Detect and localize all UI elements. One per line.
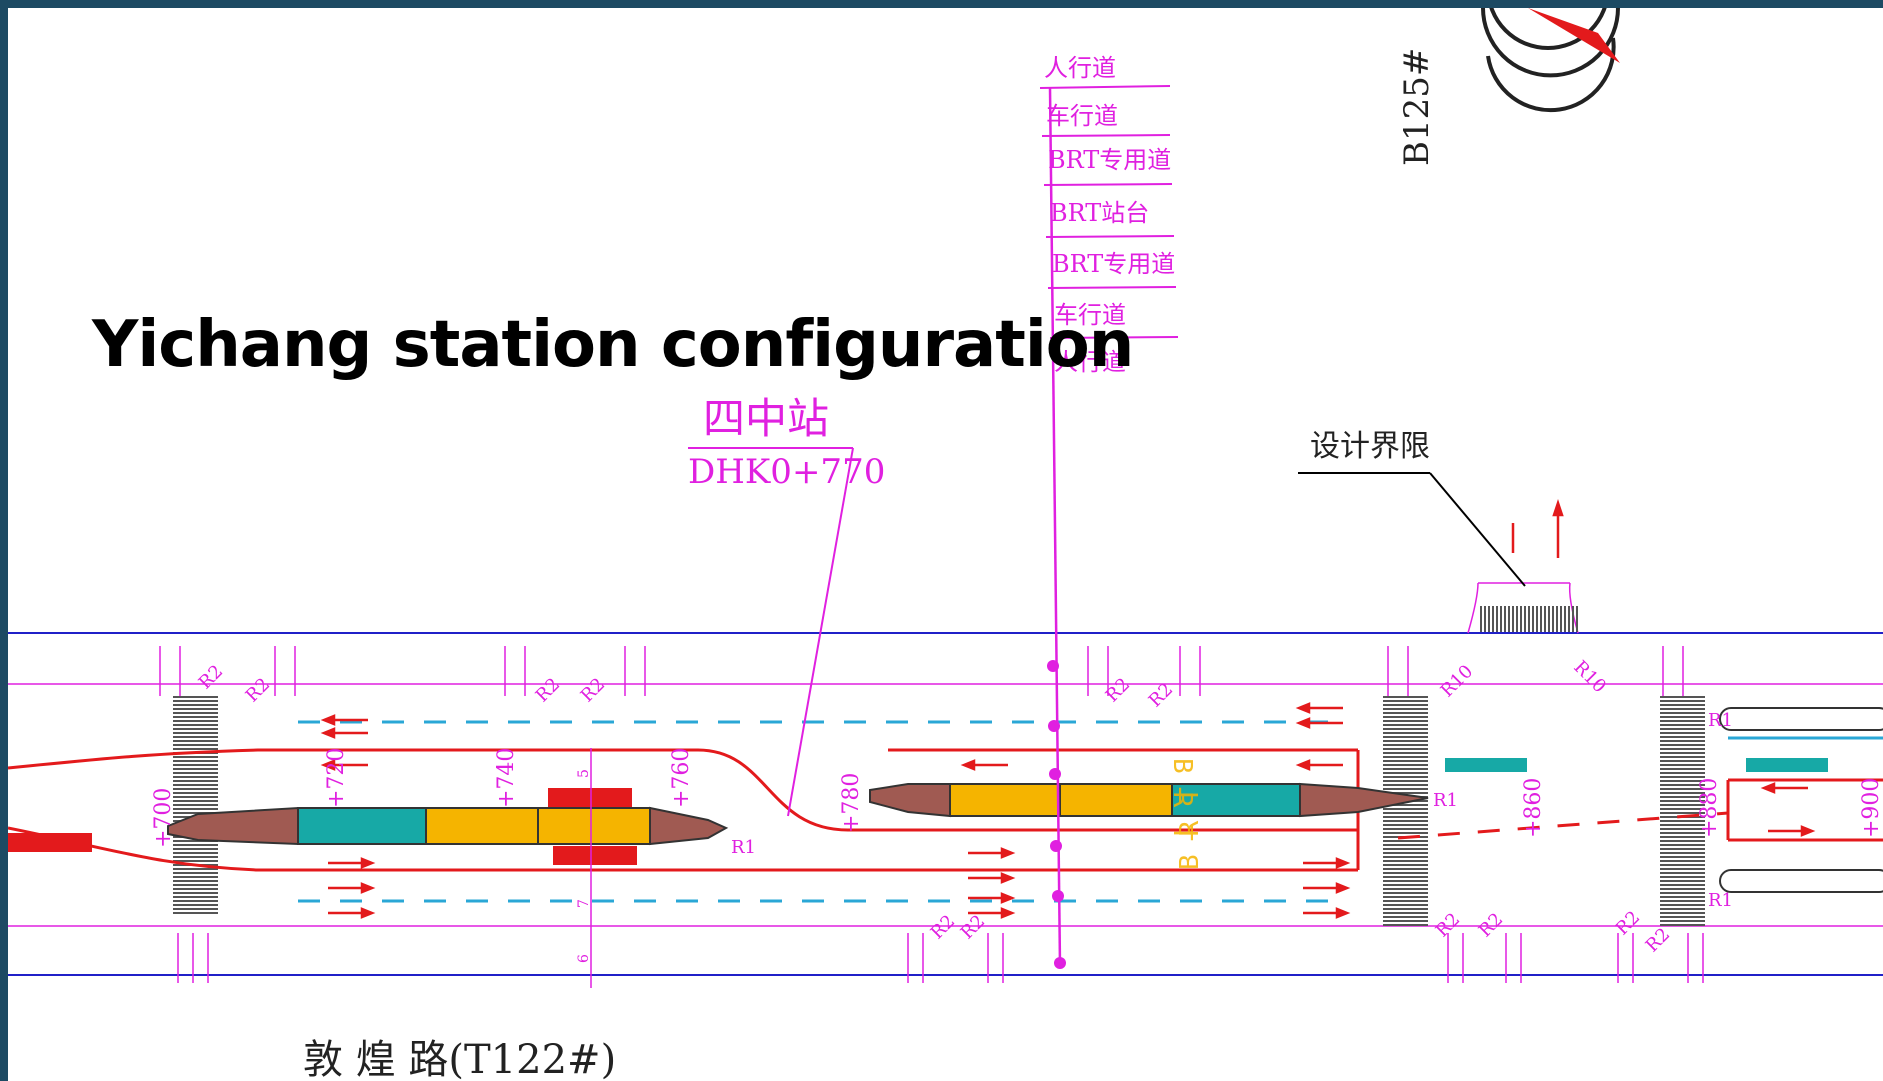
crosswalk-right	[1660, 696, 1705, 926]
curve-label: R2	[957, 911, 990, 944]
chainage-tick: +700	[151, 788, 176, 848]
general-lane-dashes	[298, 720, 1348, 903]
cross-section-leader-lines	[1039, 85, 1179, 339]
traffic-arrows	[320, 499, 1816, 919]
label-brt-lane-top: BRT专用道	[1048, 146, 1171, 174]
curve-label: R2	[1642, 924, 1675, 957]
label-lane-bottom: 车行道	[1054, 301, 1126, 329]
curve-label: R2	[242, 674, 275, 707]
curve-label: R2	[577, 674, 610, 707]
design-boundary-label: 设计界限	[1310, 429, 1430, 464]
cross-section-leader	[1047, 87, 1066, 969]
curve-label: R10	[1569, 657, 1610, 698]
crosswalk-left	[173, 696, 218, 916]
slide: 人行道 车行道 BRT专用道 BRT站台 BRT专用道 车行道 人行道 四中站 …	[8, 8, 1883, 1081]
brt-lane-text: BRT BRT	[1167, 758, 1205, 870]
intersection-marker-left	[1445, 758, 1527, 772]
curve-label: R2	[927, 911, 960, 944]
station-name: 四中站	[703, 394, 829, 443]
cross-section-labels: 人行道 车行道 BRT专用道 BRT站台 BRT专用道 车行道 人行道	[1044, 54, 1175, 376]
curve-label: R1	[1708, 890, 1733, 911]
curve-label: R10	[1437, 661, 1478, 702]
design-boundary-leader	[1298, 472, 1526, 587]
curve-label: R2	[1102, 674, 1135, 707]
slide-title: Yichang station configuration	[92, 308, 1134, 382]
station-leader	[688, 447, 854, 817]
curve-label: R2	[1475, 909, 1508, 942]
chainage-tick: +780	[839, 773, 864, 833]
boundary-ticks	[159, 646, 1704, 983]
label-brt-lane-bottom: BRT专用道	[1052, 250, 1175, 278]
highlight-bars	[8, 788, 637, 865]
chainage-tick: +880	[1697, 778, 1722, 838]
chainage-ticks: +700 +720 +740 +760 +780 +860 +880 +900	[151, 748, 1883, 848]
right-medians	[1719, 707, 1883, 893]
curve-label: R1	[1708, 710, 1733, 731]
curve-label: R1	[731, 837, 756, 858]
curve-label: R2	[1612, 907, 1645, 940]
chainage-tick: +860	[1521, 778, 1546, 838]
dimension-label: 7	[576, 899, 592, 908]
chainage-tick: +720	[324, 748, 349, 808]
station-platform-left	[167, 806, 729, 846]
curve-label: R2	[195, 661, 228, 694]
crosswalk-middle	[1383, 696, 1428, 926]
cross-street-label: B125#	[1397, 48, 1437, 166]
dimension-label: 6	[576, 954, 592, 963]
station-platform-right	[869, 782, 1429, 818]
chainage-tick: +760	[669, 748, 694, 808]
brt-marking-lower: BRT	[1175, 769, 1205, 870]
crosswalk-cross-street	[1480, 606, 1578, 632]
label-lane-top: 车行道	[1046, 102, 1118, 130]
label-sidewalk-bottom: 人行道	[1054, 348, 1126, 376]
curve-label: R1	[1433, 790, 1458, 811]
dimension-label: 5	[576, 769, 592, 778]
label-sidewalk-top: 人行道	[1044, 54, 1116, 82]
curve-label: R2	[1432, 909, 1465, 942]
label-brt-platform: BRT站台	[1050, 199, 1149, 227]
curve-label: R2	[532, 674, 565, 707]
sidewalk-lines	[8, 582, 1883, 927]
dimension-labels: 5 7 6	[576, 769, 592, 963]
road-name-label: 敦 煌 路(T122#)	[303, 1037, 616, 1081]
brt-marking-upper: BRT	[1167, 758, 1197, 859]
station-plan-drawing: 人行道 车行道 BRT专用道 BRT站台 BRT专用道 车行道 人行道 四中站 …	[8, 8, 1883, 1081]
chainage-tick: +900	[1859, 778, 1883, 838]
intersection-marker-right	[1746, 758, 1828, 772]
chainage-tick: +740	[494, 748, 519, 808]
station-chainage: DHK0+770	[688, 452, 885, 492]
north-arrow-icon	[1480, 8, 1621, 113]
